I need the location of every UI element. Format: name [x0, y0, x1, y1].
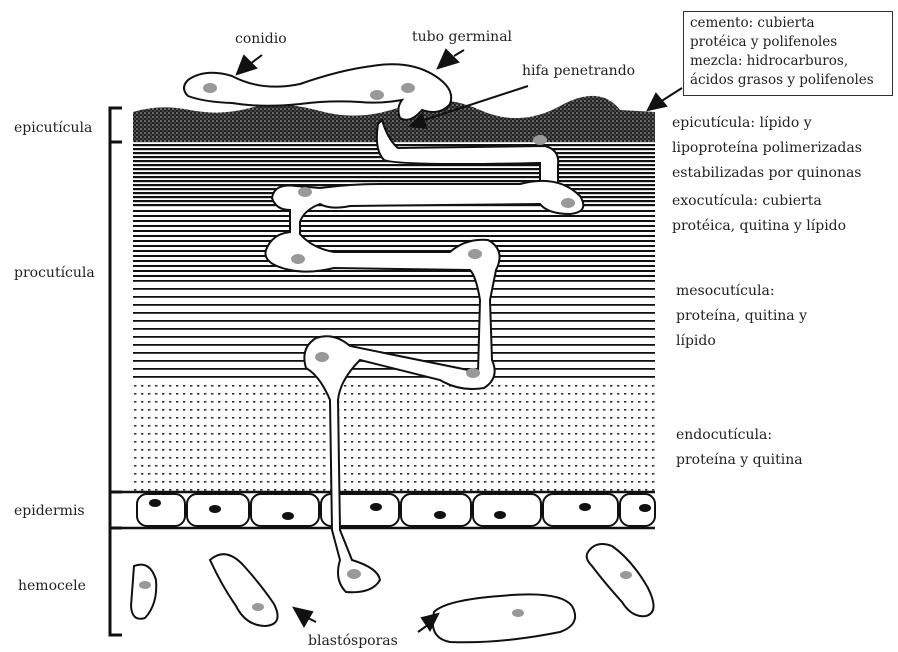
cement-line-3: mezcla: hidrocarburos, [690, 52, 886, 71]
label-germ-tube: tubo germinal [412, 28, 512, 47]
desc-mesocuticle-line: mesocutícula: [676, 279, 807, 304]
arrow-head-icon [294, 608, 312, 626]
epidermal-cell [473, 494, 541, 526]
blastospore [587, 544, 654, 616]
desc-epicuticle: epicutícula: lípido y lipoproteína polim… [672, 111, 862, 186]
cement-line-4: ácidos grasos y polifenoles [690, 71, 886, 90]
epidermal-cell [137, 494, 185, 526]
epidermal-cell [401, 494, 471, 526]
desc-endocuticle: endocutícula: proteína y quitina [676, 423, 803, 473]
desc-exocuticle-line: protéica, quitina y lípido [672, 214, 846, 239]
desc-epicuticle-line: epicutícula: lípido y [672, 111, 862, 136]
desc-exocuticle-line: exocutícula: cubierta [672, 189, 846, 214]
label-hemocoel: hemocele [18, 577, 86, 596]
desc-mesocuticle: mesocutícula: proteína, quitina y lípido [676, 279, 807, 354]
label-blastospores: blastósporas [308, 632, 398, 651]
endocuticle-layer [133, 382, 655, 492]
cement-line-2: protéica y polifenoles [690, 33, 886, 52]
arrow-head-icon [438, 50, 458, 68]
blastospore [131, 565, 156, 619]
desc-mesocuticle-line: lípido [676, 329, 807, 354]
cement-legend-box: cemento: cubierta protéica y polifenoles… [683, 11, 893, 96]
blastospores [131, 544, 654, 642]
label-epicuticle: epicutícula [14, 119, 92, 138]
label-penetrating-hypha: hifa penetrando [522, 62, 635, 81]
desc-endocuticle-line: endocutícula: [676, 423, 803, 448]
arrow-head-icon [237, 56, 256, 74]
blastospore [210, 554, 278, 626]
layer-brackets [110, 108, 122, 635]
label-epidermis: epidermis [14, 502, 85, 521]
label-procuticle: procutícula [14, 264, 95, 283]
desc-mesocuticle-line: proteína, quitina y [676, 304, 807, 329]
desc-epicuticle-line: estabilizadas por quinonas [672, 161, 862, 186]
cement-line-1: cemento: cubierta [690, 14, 886, 33]
blastospore [433, 594, 575, 642]
epicuticle-layer [133, 96, 655, 142]
epidermal-cell [251, 494, 319, 526]
label-conidium: conidio [235, 30, 287, 49]
desc-endocuticle-line: proteína y quitina [676, 448, 803, 473]
epidermis-cells [120, 492, 655, 528]
desc-epicuticle-line: lipoproteína polimerizadas [672, 136, 862, 161]
desc-exocuticle: exocutícula: cubierta protéica, quitina … [672, 189, 846, 239]
arrow-head-icon [648, 94, 666, 110]
epidermal-cell [543, 494, 618, 526]
